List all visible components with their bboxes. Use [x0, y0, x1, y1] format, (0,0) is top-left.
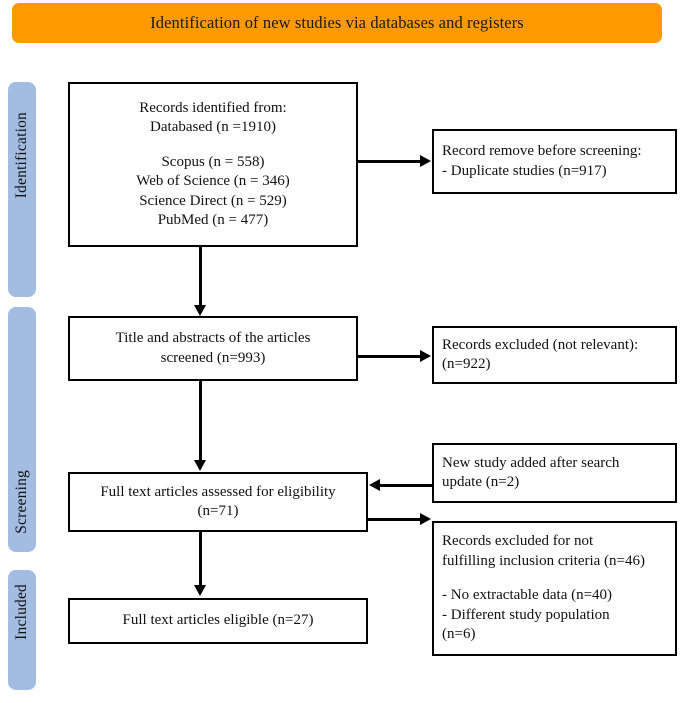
box-records-excluded-inclusion-criteria: Records excluded for not fulfilling incl… [432, 521, 677, 656]
box-line: - Duplicate studies (n=917) [442, 162, 607, 179]
box-line: Records excluded for not [442, 533, 594, 550]
box-line: (n=71) [197, 503, 239, 519]
arrowhead-eligibility-to-final [194, 585, 206, 596]
box-line: - No extractable data (n=40) [442, 587, 613, 604]
box-records-removed-before-screening: Record remove before screening: - Duplic… [432, 129, 677, 194]
box-records-identified: Records identified from: Databased (n =1… [68, 82, 358, 247]
box-line: Records excluded (not relevant): [442, 336, 639, 353]
box-line: Full text articles eligible (n=27) [122, 612, 314, 629]
box-line: PubMed (n = 477) [157, 212, 269, 228]
arrowhead-screened-to-eligibility [194, 460, 206, 471]
arrowhead-new-study-to-eligibility [369, 479, 380, 491]
diagram-title: Identification of new studies via databa… [150, 13, 524, 32]
box-line: (n=922) [442, 356, 491, 372]
arrowhead-identified-to-duplicates [420, 155, 431, 167]
box-line: Title and abstracts of the articles [115, 330, 311, 346]
connector-screened-to-excluded [358, 355, 421, 358]
box-line: Databased (n =1910) [150, 119, 276, 135]
box-full-text-assessed-for-eligibility: Full text articles assessed for eligibil… [68, 472, 368, 532]
box-line: fulfilling inclusion criteria (n=46) [442, 552, 645, 569]
stage-tab-screening: Screening [8, 307, 36, 552]
box-new-study-added: New study added after search update (n=2… [432, 443, 677, 503]
arrowhead-identified-to-screened [194, 305, 206, 316]
connector-eligibility-to-final [199, 532, 202, 586]
box-line: Web of Science (n = 346) [136, 173, 290, 189]
connector-screened-to-eligibility [199, 381, 202, 461]
connector-new-study-to-eligibility [380, 484, 432, 487]
box-line: Records identified from: [139, 99, 287, 116]
stage-label-identification: Identification [13, 112, 30, 199]
box-line: screened (n=993) [160, 349, 266, 366]
box-line: Full text articles assessed for eligibil… [100, 483, 336, 500]
box-title-abstracts-screened: Title and abstracts of the articles scre… [68, 316, 358, 381]
arrowhead-screened-to-excluded [420, 350, 431, 362]
arrowhead-eligibility-to-excluded [420, 513, 431, 525]
connector-identified-to-screened [199, 247, 202, 306]
box-full-text-articles-eligible: Full text articles eligible (n=27) [68, 598, 368, 644]
box-line: Scopus (n = 558) [161, 153, 265, 170]
stage-tab-identification: Identification [8, 82, 36, 297]
box-line: - Different study population [442, 606, 610, 623]
stage-label-included: Included [13, 584, 30, 640]
box-line: Record remove before screening: [442, 143, 642, 159]
box-line: (n=6) [442, 626, 476, 643]
box-line: New study added after search [442, 454, 620, 471]
connector-identified-to-duplicates [358, 160, 421, 163]
box-line: update (n=2) [442, 474, 520, 490]
stage-tab-included: Included [8, 570, 36, 690]
connector-eligibility-to-excluded [368, 518, 421, 521]
diagram-header-banner: Identification of new studies via databa… [12, 3, 662, 43]
box-records-excluded-not-relevant: Records excluded (not relevant): (n=922) [432, 326, 677, 384]
box-line: Science Direct (n = 529) [139, 192, 287, 209]
stage-label-screening: Screening [13, 470, 30, 534]
